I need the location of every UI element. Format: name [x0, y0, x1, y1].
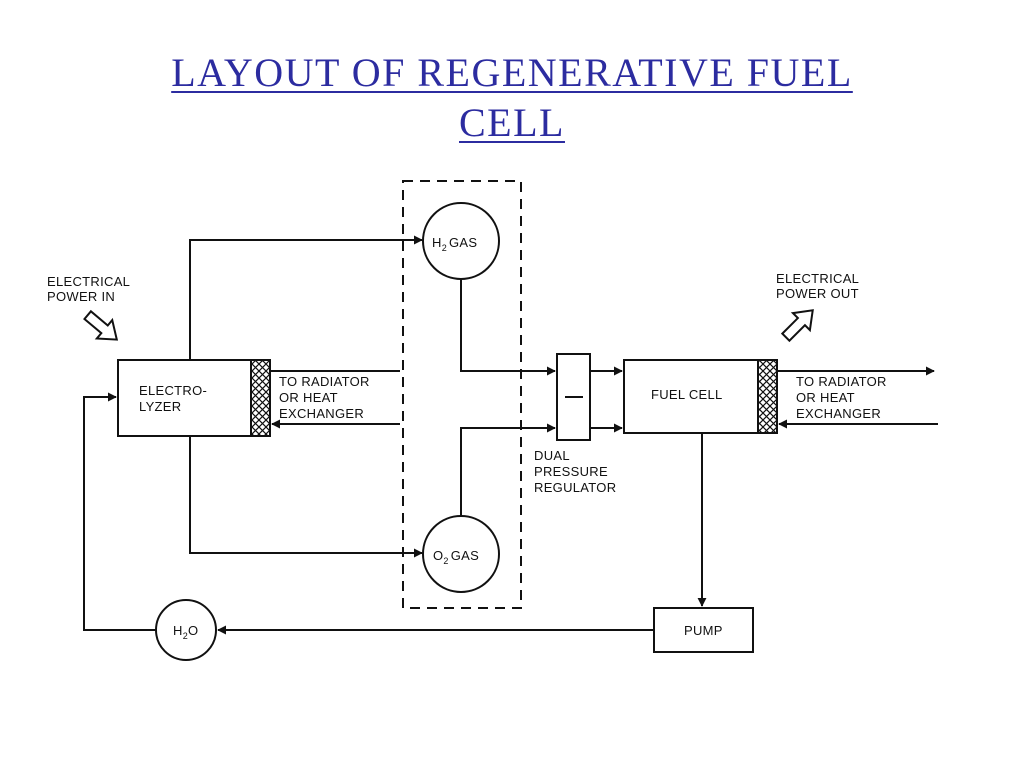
- power-out-arrow: [780, 309, 814, 343]
- h2o-tank: [155, 599, 217, 661]
- o2-line-to-regulator: [460, 423, 556, 516]
- radiator-left-label: TO RADIATOR OR HEAT EXCHANGER: [279, 374, 374, 421]
- title-line-1: LAYOUT OF REGENERATIVE FUEL: [171, 50, 853, 95]
- h2-line-to-regulator: [460, 279, 556, 376]
- power-in-label: ELECTRICAL POWER IN: [47, 274, 134, 304]
- title-line-2: CELL: [459, 100, 565, 145]
- electrolyzer-label: ELECTRO- LYZER: [139, 383, 211, 414]
- power-in-arrow: [83, 309, 119, 341]
- gas-storage-enclosure: [402, 180, 522, 609]
- h2o-label: H2O: [173, 623, 198, 641]
- electrolyzer-heat-exchanger: [250, 359, 271, 437]
- dual-pressure-regulator-box: [556, 353, 591, 441]
- regulator-label: DUAL PRESSURE REGULATOR: [534, 448, 616, 495]
- fuel-cell-heat-exchanger: [757, 359, 778, 434]
- power-out-label: ELECTRICAL POWER OUT: [776, 271, 863, 301]
- fuel-cell-label: FUEL CELL: [651, 387, 723, 402]
- electrolyzer-box: [117, 359, 271, 437]
- radiator-right-label: TO RADIATOR OR HEAT EXCHANGER: [796, 374, 891, 421]
- o2-line-from-electrolyzer: [189, 436, 423, 558]
- h2o-to-electrolyzer: [83, 392, 156, 631]
- page-title: LAYOUT OF REGENERATIVE FUEL CELL: [0, 48, 1024, 148]
- h2-line-from-electrolyzer: [189, 235, 423, 360]
- pump-label: PUMP: [684, 623, 723, 638]
